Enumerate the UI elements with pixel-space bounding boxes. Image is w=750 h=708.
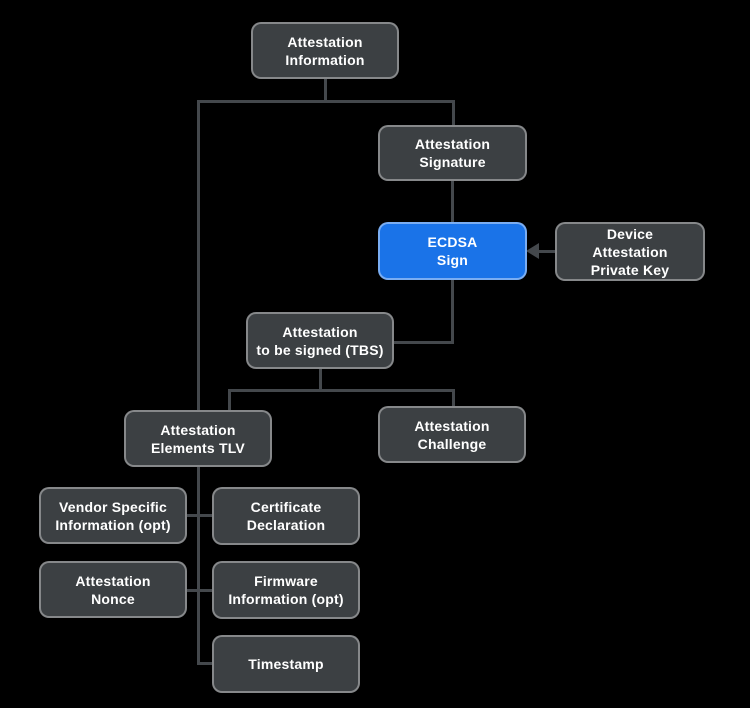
node-timestamp: Timestamp [212, 635, 360, 693]
node-label: Firmware Information (opt) [228, 573, 344, 607]
node-label: Timestamp [248, 656, 324, 672]
node-attestation-signature: Attestation Signature [378, 125, 527, 181]
node-attestation-elements-tlv: Attestation Elements TLV [124, 410, 272, 467]
connector-ecdsa-stem [451, 278, 454, 344]
node-attestation-nonce: Attestation Nonce [39, 561, 187, 618]
connector-tlv-trunk [197, 465, 200, 665]
node-firmware-information: Firmware Information (opt) [212, 561, 360, 619]
connector-key-to-ecdsa [537, 250, 556, 253]
node-attestation-tbs: Attestation to be signed (TBS) [246, 312, 394, 369]
node-device-attestation-private-key: Device Attestation Private Key [555, 222, 705, 281]
arrowhead-left-icon [526, 243, 539, 259]
connector-ecdsa-to-tbs [393, 341, 454, 344]
connector-row1-stub [185, 514, 214, 517]
node-label: Vendor Specific Information (opt) [55, 498, 171, 533]
node-label: Attestation Information [285, 33, 365, 68]
connector-row2-stub [185, 589, 214, 592]
connector-tbs-split [228, 389, 455, 392]
node-attestation-information: Attestation Information [251, 22, 399, 79]
connector-tbs-to-challenge [452, 389, 455, 408]
node-label: Certificate Declaration [246, 499, 326, 533]
node-ecdsa-sign: ECDSA Sign [378, 222, 527, 280]
connector-info-to-tlv [197, 100, 200, 412]
node-label: Attestation Elements TLV [151, 421, 245, 456]
connector-row3-stub [197, 662, 214, 665]
connector-signature-to-ecdsa [451, 179, 454, 224]
connector-tbs-to-tlv [228, 389, 231, 412]
node-certificate-declaration: Certificate Declaration [212, 487, 360, 545]
node-label: Device Attestation Private Key [590, 225, 670, 278]
node-vendor-specific-information: Vendor Specific Information (opt) [39, 487, 187, 544]
node-attestation-challenge: Attestation Challenge [378, 406, 526, 463]
connector-info-split [197, 100, 455, 103]
node-label: Attestation Signature [414, 136, 491, 170]
node-label: ECDSA Sign [427, 234, 478, 268]
node-label: Attestation Challenge [414, 417, 490, 452]
connector-info-to-signature [452, 100, 455, 127]
connector-info-stem [324, 78, 327, 103]
connector-tbs-stem [319, 367, 322, 391]
node-label: Attestation to be signed (TBS) [256, 323, 384, 358]
node-label: Attestation Nonce [75, 572, 151, 607]
